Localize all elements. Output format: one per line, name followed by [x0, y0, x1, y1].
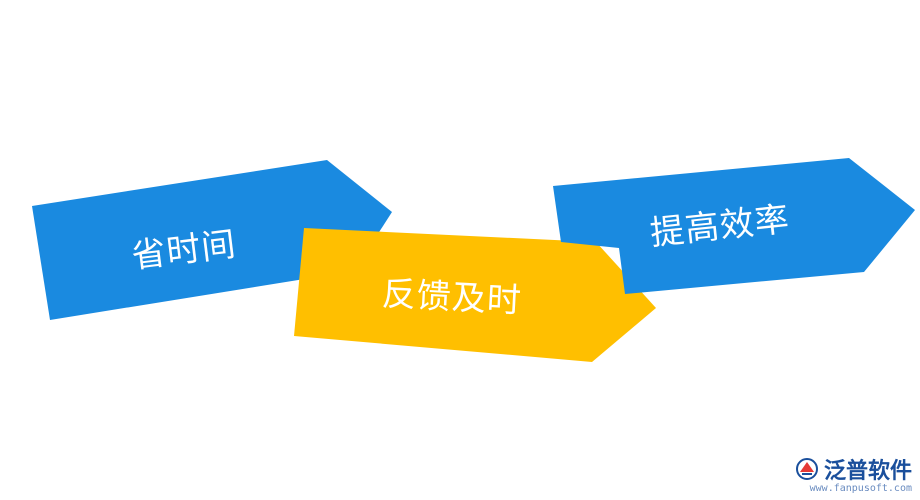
arrow-shape-3 [553, 158, 915, 294]
logo-name: 泛普软件 [823, 459, 912, 484]
brand-logo: 泛普软件 www.fanpusoft.com [794, 453, 912, 494]
arrow-polygon-2 [294, 228, 656, 362]
arrow-step-3: 提高效率 [553, 158, 917, 294]
arrow-shape-2 [294, 228, 656, 362]
arrow-step-1: 省时间 [32, 160, 394, 320]
arrow-shape-1 [32, 160, 392, 320]
fanpu-logo-icon [795, 458, 818, 480]
logo-url: www.fanpusoft.com [809, 483, 912, 494]
arrow-step-2: 反馈及时 [292, 228, 660, 362]
arrow-polygon-1 [32, 160, 392, 320]
arrow-polygon-3 [553, 158, 915, 294]
